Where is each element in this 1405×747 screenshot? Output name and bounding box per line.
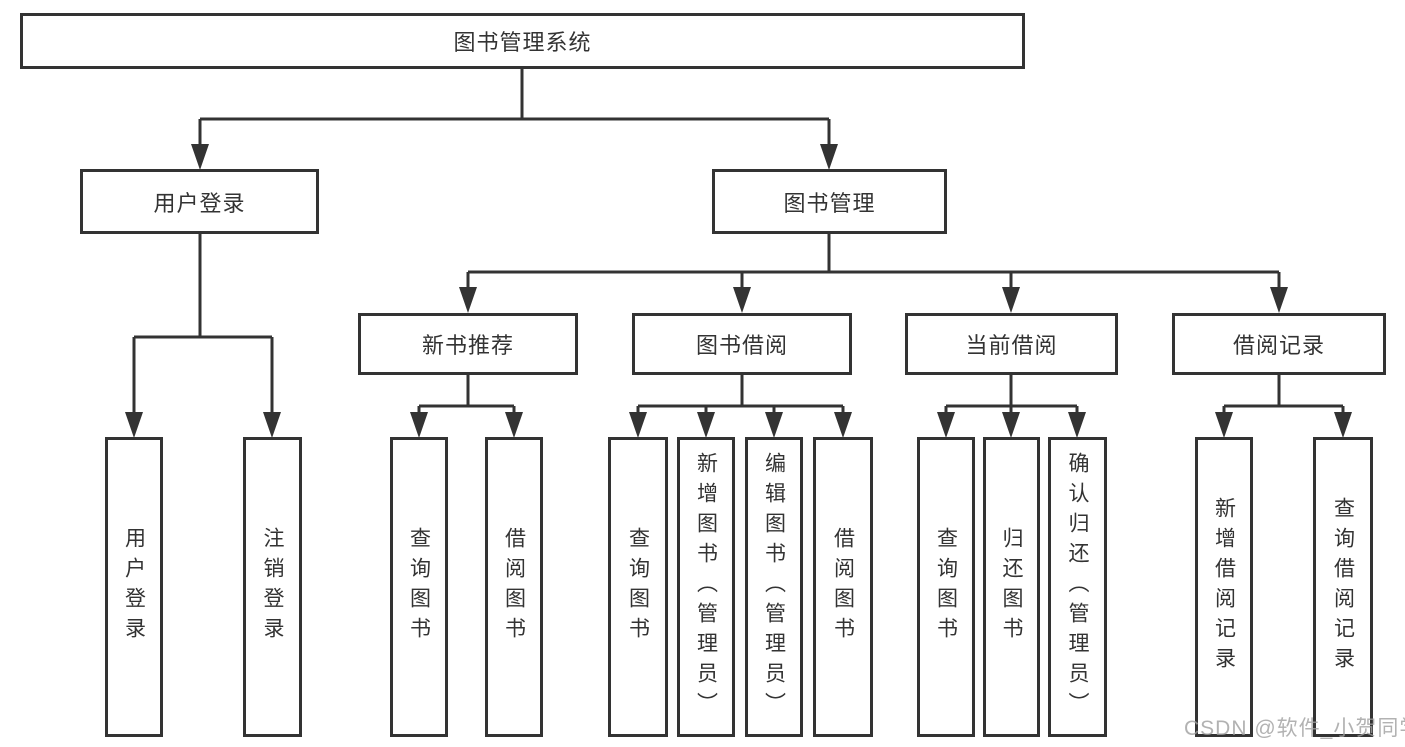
- node-borrowing-records: 借阅记录: [1172, 313, 1386, 375]
- node-book-borrowing: 图书借阅: [632, 313, 852, 375]
- leaf-logout: 注销登录: [243, 437, 302, 737]
- leaf-add-books-admin: 新增图书（管理员）: [677, 437, 735, 737]
- node-library-management-system: 图书管理系统: [20, 13, 1025, 69]
- tree-edges: [132, 69, 1345, 414]
- leaf-query-books-recommend: 查询图书: [390, 437, 448, 737]
- leaf-borrow-books-recommend: 借阅图书: [485, 437, 543, 737]
- node-book-management: 图书管理: [712, 169, 947, 234]
- node-new-book-recommendation: 新书推荐: [358, 313, 578, 375]
- leaf-return-books: 归还图书: [983, 437, 1040, 737]
- leaf-user-login: 用户登录: [105, 437, 163, 737]
- csdn-watermark: CSDN @软件_小贺同学: [1184, 717, 1405, 740]
- leaf-query-books-borrowing: 查询图书: [608, 437, 668, 737]
- leaf-query-borrow-record: 查询借阅记录: [1313, 437, 1373, 737]
- leaf-query-books-current: 查询图书: [917, 437, 975, 737]
- leaf-confirm-return-admin: 确认归还（管理员）: [1048, 437, 1107, 737]
- arrowheads: [125, 144, 1352, 438]
- leaf-add-borrow-record: 新增借阅记录: [1195, 437, 1253, 737]
- node-current-borrowing: 当前借阅: [905, 313, 1118, 375]
- node-user-login: 用户登录: [80, 169, 319, 234]
- leaf-borrow-books-borrowing: 借阅图书: [813, 437, 873, 737]
- leaf-edit-books-admin: 编辑图书（管理员）: [745, 437, 803, 737]
